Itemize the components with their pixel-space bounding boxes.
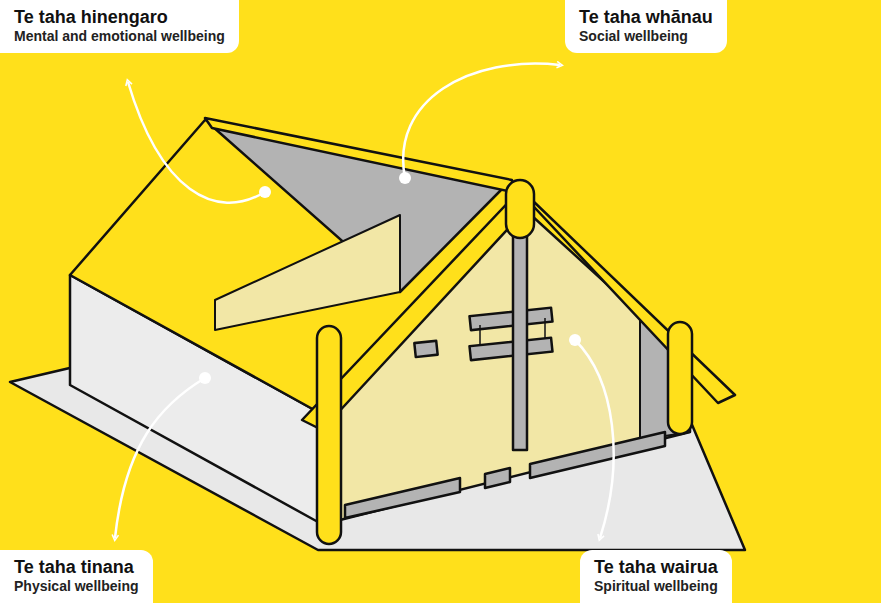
ridge-beam bbox=[205, 118, 512, 192]
base-bar bbox=[530, 432, 665, 478]
callout-label: Te taha wairuaSpiritual wellbeing bbox=[580, 550, 732, 603]
amo-right bbox=[668, 322, 692, 434]
english-subtitle: Social wellbeing bbox=[579, 28, 713, 45]
english-subtitle: Mental and emotional wellbeing bbox=[14, 28, 225, 45]
callout-label: Te taha tinanaPhysical wellbeing bbox=[0, 550, 153, 603]
english-subtitle: Spiritual wellbeing bbox=[594, 578, 718, 595]
maori-heading: Te taha whānau bbox=[579, 7, 713, 28]
inner-wall bbox=[215, 215, 400, 330]
front-gable bbox=[340, 205, 690, 520]
amo-left bbox=[317, 326, 341, 544]
leader-dot bbox=[569, 334, 581, 346]
base-bar bbox=[345, 478, 460, 518]
english-subtitle: Physical wellbeing bbox=[14, 578, 139, 595]
leader-dot bbox=[259, 186, 271, 198]
base-bar bbox=[485, 468, 510, 488]
window-bar bbox=[469, 338, 552, 360]
leader-line bbox=[115, 378, 205, 538]
leader-dot bbox=[199, 372, 211, 384]
koruru bbox=[506, 180, 534, 238]
callout-label: Te taha hinengaroMental and emotional we… bbox=[0, 0, 239, 53]
poutokomanawa bbox=[513, 230, 527, 450]
leader-dot bbox=[399, 172, 411, 184]
leader-line bbox=[403, 64, 560, 178]
maori-heading: Te taha hinengaro bbox=[14, 7, 225, 28]
maori-heading: Te taha wairua bbox=[594, 557, 718, 578]
maihi-right bbox=[520, 192, 735, 403]
window-bar bbox=[469, 308, 552, 330]
leader-line bbox=[575, 340, 614, 538]
leader-line bbox=[128, 82, 265, 203]
callout-label: Te taha whānauSocial wellbeing bbox=[565, 0, 727, 53]
maori-heading: Te taha tinana bbox=[14, 557, 139, 578]
window-bar bbox=[414, 341, 437, 357]
